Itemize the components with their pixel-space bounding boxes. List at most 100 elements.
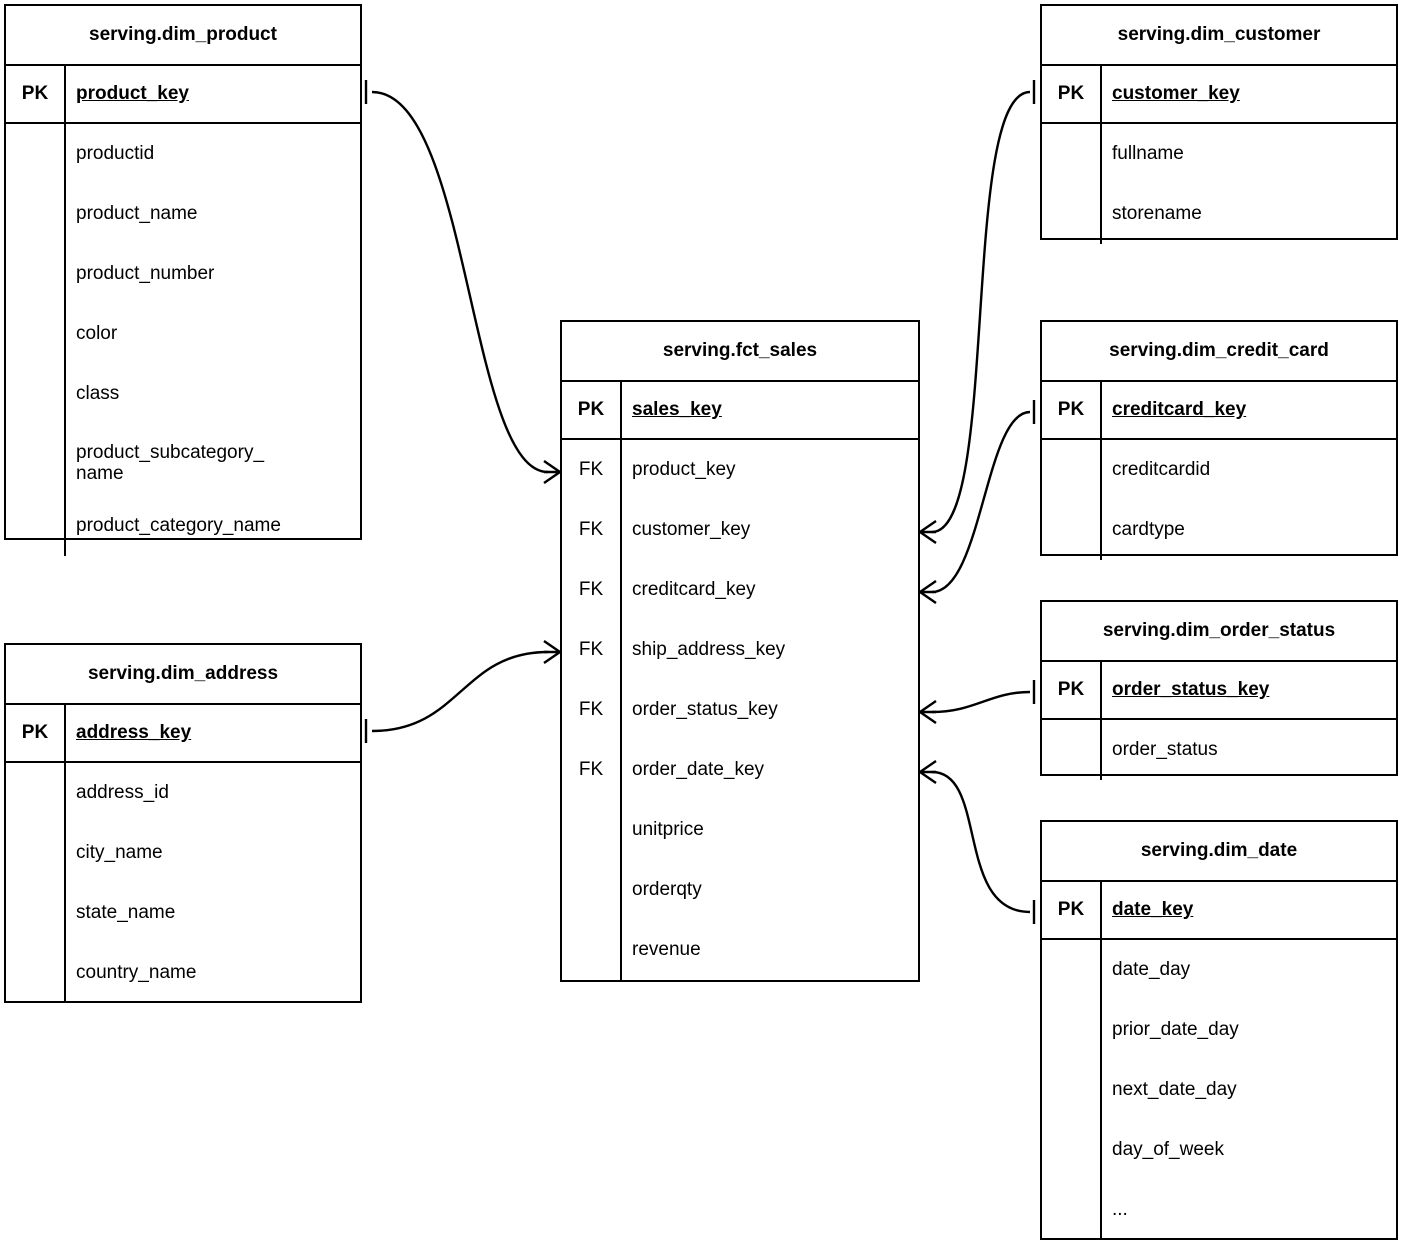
crow-foot-many	[919, 700, 937, 724]
key-label	[1042, 1000, 1102, 1060]
attribute-row[interactable]: product_category_name	[6, 496, 360, 556]
key-label	[6, 364, 66, 424]
pk-row[interactable]: PK order_status_key	[1042, 662, 1396, 720]
relationship-line	[931, 770, 1031, 914]
attribute-row[interactable]: city_name	[6, 823, 360, 883]
key-label	[6, 184, 66, 244]
pk-row[interactable]: PK sales_key	[562, 382, 918, 440]
entity-dim-address[interactable]: serving.dim_address PK address_key addre…	[4, 643, 362, 1003]
attribute-row[interactable]: cardtype	[1042, 500, 1396, 560]
pk-row[interactable]: PK address_key	[6, 705, 360, 763]
pk-row[interactable]: PK date_key	[1042, 882, 1396, 940]
entity-title: serving.dim_address	[6, 645, 360, 705]
field-name: product_number	[76, 263, 215, 284]
relationship-line	[931, 690, 1031, 714]
crow-foot-many	[543, 640, 561, 664]
field-name: prior_date_day	[1112, 1019, 1239, 1040]
field-name: orderqty	[632, 879, 702, 900]
field-name: state_name	[76, 902, 176, 923]
attribute-row[interactable]: FK ship_address_key	[562, 620, 918, 680]
field-name: next_date_day	[1112, 1079, 1237, 1100]
field-name: customer_key	[1112, 83, 1240, 104]
relationship-order-status	[919, 680, 1036, 724]
pk-row[interactable]: PK customer_key	[1042, 66, 1396, 124]
field-name: creditcard_key	[632, 579, 756, 600]
attribute-row[interactable]: FK customer_key	[562, 500, 918, 560]
attribute-row[interactable]: state_name	[6, 883, 360, 943]
attribute-row[interactable]: FK order_status_key	[562, 680, 918, 740]
key-label	[6, 943, 66, 1003]
relationship-credit-card	[919, 400, 1036, 604]
entity-dim-product[interactable]: serving.dim_product PK product_key produ…	[4, 4, 362, 556]
entity-fct-sales[interactable]: serving.fct_sales PK sales_key FK produc…	[560, 320, 920, 982]
entity-dim-customer[interactable]: serving.dim_customer PK customer_key ful…	[1040, 4, 1398, 244]
attribute-row[interactable]: product_number	[6, 244, 360, 304]
attribute-row[interactable]: product_subcategory_ name	[6, 424, 360, 496]
attribute-row[interactable]: order_status	[1042, 720, 1396, 780]
entity-dim-order-status[interactable]: serving.dim_order_status PK order_status…	[1040, 600, 1398, 780]
attribute-row[interactable]: day_of_week	[1042, 1120, 1396, 1180]
entity-dim-date[interactable]: serving.dim_date PK date_key date_day pr…	[1040, 820, 1398, 1240]
attribute-row[interactable]: orderqty	[562, 860, 918, 920]
attribute-row[interactable]: prior_date_day	[1042, 1000, 1396, 1060]
attribute-row[interactable]: FK order_date_key	[562, 740, 918, 800]
key-label: PK	[6, 66, 66, 122]
attribute-row[interactable]: unitprice	[562, 800, 918, 860]
field-name: product_category_name	[76, 515, 281, 536]
attribute-row[interactable]: FK product_key	[562, 440, 918, 500]
field-name: date_day	[1112, 959, 1191, 980]
attribute-row[interactable]: fullname	[1042, 124, 1396, 184]
field-name: order_status_key	[1112, 679, 1270, 700]
field-name: date_key	[1112, 899, 1194, 920]
attribute-row[interactable]: creditcardid	[1042, 440, 1396, 500]
field-name: day_of_week	[1112, 1139, 1224, 1160]
attribute-row[interactable]: FK creditcard_key	[562, 560, 918, 620]
field-name: city_name	[76, 842, 163, 863]
crow-foot-many	[919, 580, 937, 604]
relationship-line	[371, 90, 549, 474]
field-name: ship_address_key	[632, 639, 786, 660]
attribute-row[interactable]: storename	[1042, 184, 1396, 244]
entity-dim-credit-card[interactable]: serving.dim_credit_card PK creditcard_ke…	[1040, 320, 1398, 560]
key-label: FK	[562, 620, 622, 680]
key-label	[1042, 720, 1102, 780]
attribute-row[interactable]: color	[6, 304, 360, 364]
key-label	[1042, 1120, 1102, 1180]
key-label: PK	[1042, 662, 1102, 718]
entity-title: serving.dim_date	[1042, 822, 1396, 882]
attribute-row[interactable]: productid	[6, 124, 360, 184]
field-name: storename	[1112, 203, 1202, 224]
relationship-address	[364, 640, 561, 743]
attribute-row[interactable]: ...	[1042, 1180, 1396, 1240]
attribute-row[interactable]: product_name	[6, 184, 360, 244]
attribute-row[interactable]: revenue	[562, 920, 918, 980]
key-label: FK	[562, 740, 622, 800]
field-name: class	[76, 383, 120, 404]
attribute-list: date_day prior_date_day next_date_day da…	[1042, 940, 1396, 1240]
field-name: color	[76, 323, 118, 344]
key-label: FK	[562, 440, 622, 500]
attribute-list: FK product_key FK customer_key FK credit…	[562, 440, 918, 980]
attribute-row[interactable]: next_date_day	[1042, 1060, 1396, 1120]
relationship-line	[371, 650, 549, 733]
key-label: FK	[562, 500, 622, 560]
entity-title: serving.dim_order_status	[1042, 602, 1396, 662]
key-label	[562, 800, 622, 860]
pk-row[interactable]: PK product_key	[6, 66, 360, 124]
key-label: PK	[1042, 882, 1102, 938]
key-label	[562, 860, 622, 920]
attribute-row[interactable]: date_day	[1042, 940, 1396, 1000]
attribute-list: productid product_name product_number co…	[6, 124, 360, 556]
attribute-row[interactable]: country_name	[6, 943, 360, 1003]
crow-foot-many	[919, 760, 937, 784]
key-label	[6, 424, 66, 496]
key-label	[1042, 1060, 1102, 1120]
field-name: country_name	[76, 962, 197, 983]
crow-foot-many	[543, 460, 561, 484]
field-name: revenue	[632, 939, 701, 960]
pk-row[interactable]: PK creditcard_key	[1042, 382, 1396, 440]
attribute-row[interactable]: address_id	[6, 763, 360, 823]
attribute-row[interactable]: class	[6, 364, 360, 424]
field-name: order_status	[1112, 739, 1218, 760]
